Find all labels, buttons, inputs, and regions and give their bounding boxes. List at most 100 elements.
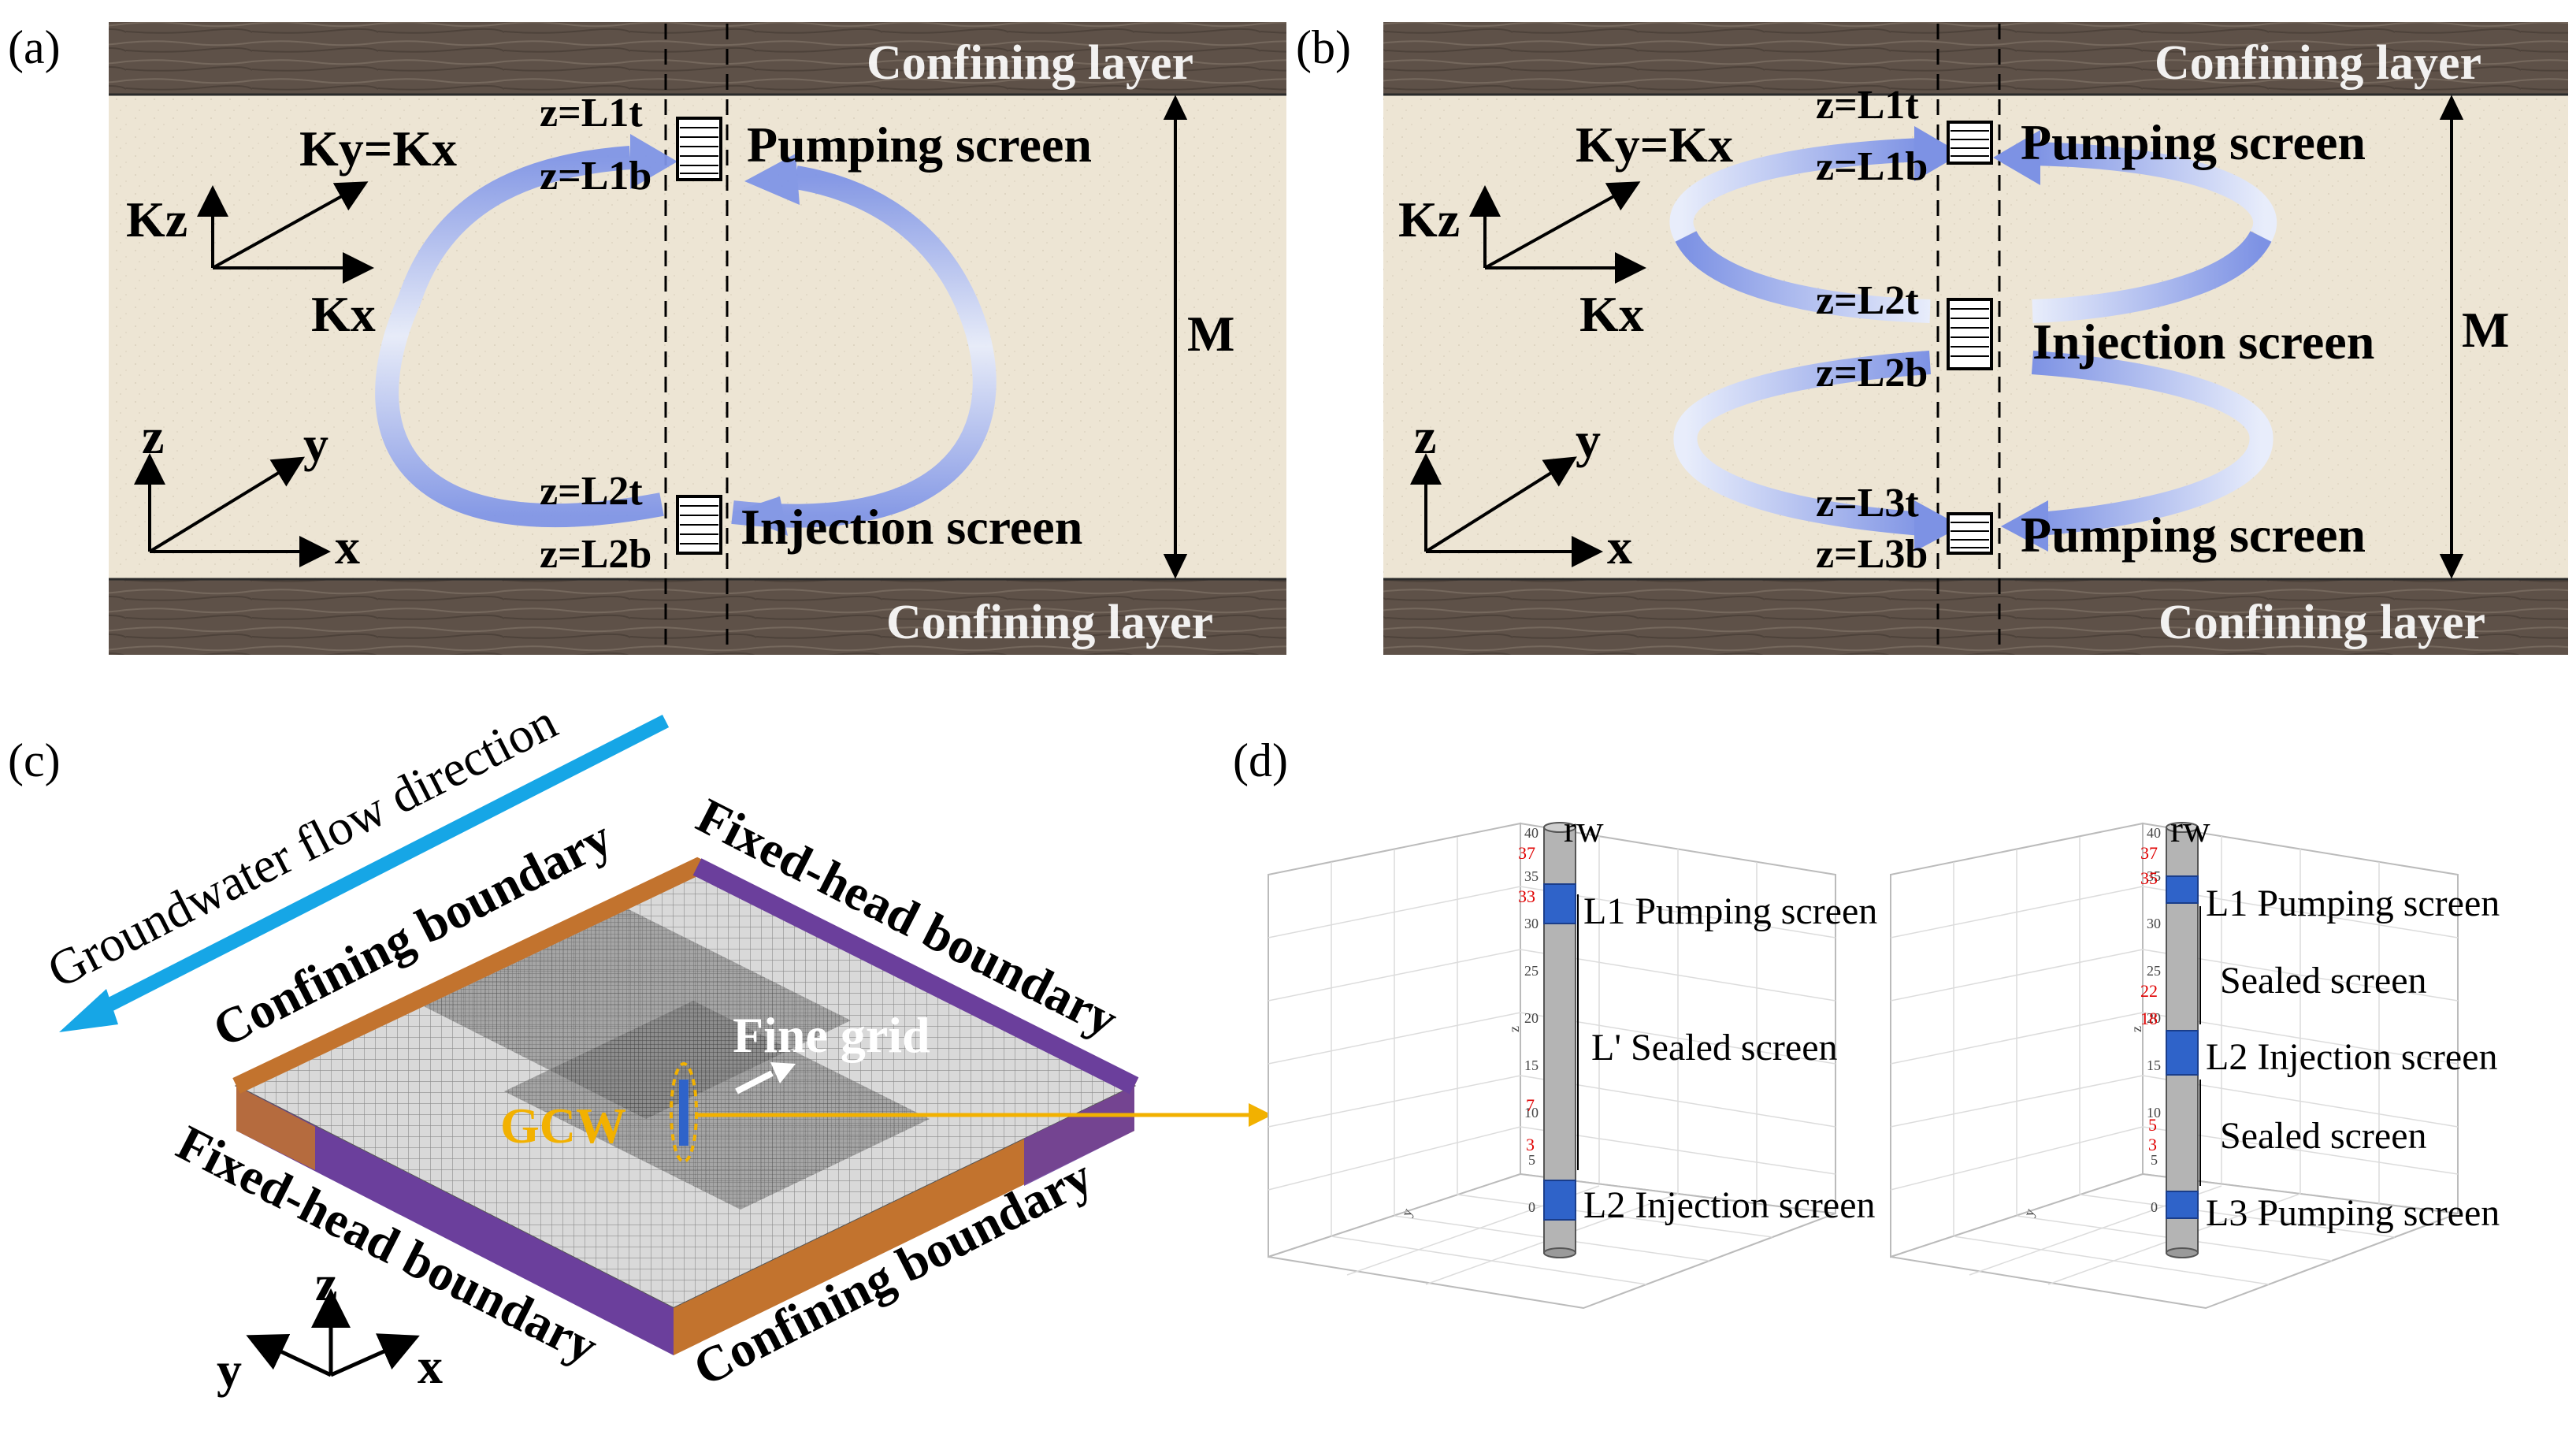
gcw-well — [679, 1080, 689, 1146]
z-ticks-right: 40 35 30 25 20 15 10 5 0 — [2147, 825, 2161, 1215]
svg-text:37: 37 — [2140, 843, 2158, 863]
coord-axes-a — [134, 453, 331, 567]
pumping-screen-top-b — [1947, 121, 1993, 165]
svg-text:22: 22 — [2140, 981, 2158, 1001]
svg-text:40: 40 — [1524, 825, 1539, 841]
svg-text:3: 3 — [1526, 1135, 1535, 1154]
z-marks-left: 37 33 7 3 — [1518, 843, 1535, 1154]
rw-right: rw — [2170, 808, 2210, 850]
pumping-screen-a — [676, 117, 722, 181]
kz-label-a: Kz — [126, 191, 187, 247]
screen-l1-left — [1543, 883, 1576, 924]
sealed-label-left: L' Sealed screen — [1591, 1027, 1838, 1068]
flow-upper-loops-b — [1669, 126, 2277, 323]
confining-layer-bottom-a — [109, 579, 1286, 655]
screen-l3-right — [2166, 1191, 2199, 1219]
confining-layer-bottom-b — [1383, 579, 2568, 655]
svg-text:18: 18 — [2140, 1009, 2158, 1028]
pumping-screen-top-label-b: Pumping screen — [2021, 114, 2366, 170]
svg-text:30: 30 — [2147, 916, 2161, 931]
l2t-label-a: z=L2t — [540, 469, 643, 514]
l1-label-right: L1 Pumping screen — [2206, 883, 2500, 924]
rw-left: rw — [1564, 808, 1604, 850]
l1t-label-b: z=L1t — [1816, 83, 1919, 128]
panel-b: (b) Confining layer Confining layer — [1296, 21, 2568, 655]
confining-layer-top-b — [1383, 22, 2568, 95]
panel-c: (c) Groundwater flow direction GCW Fine … — [8, 693, 1272, 1398]
conductivity-axes-a — [197, 181, 374, 284]
svg-text:0: 0 — [1528, 1199, 1535, 1215]
gcw-label: GCW — [500, 1098, 626, 1154]
pumping-screen-bottom-b — [1947, 512, 1993, 555]
axis-y-c: y — [217, 1342, 242, 1398]
kx-label-b: Kx — [1579, 286, 1644, 342]
l1b-label-a: z=L1b — [540, 154, 651, 199]
injection-screen-a — [676, 495, 722, 555]
axis-z-c: z — [315, 1255, 337, 1311]
l2t-label-b: z=L2t — [1816, 278, 1919, 323]
coord-axes-b — [1410, 453, 1603, 567]
axis-x-c: x — [418, 1338, 443, 1394]
screen-l2-left — [1543, 1180, 1576, 1221]
confining-layer-top-label-a: Confining layer — [867, 36, 1193, 90]
axis-z-b: z — [1414, 408, 1436, 464]
l2-label-right: L2 Injection screen — [2206, 1036, 2498, 1078]
panel-d: (d) — [1233, 734, 2500, 1310]
m-label-b: M — [2462, 302, 2509, 358]
confining-layer-top-label-b: Confining layer — [2155, 36, 2481, 90]
axis-z-a: z — [142, 408, 164, 464]
axis-y-b: y — [1576, 412, 1601, 468]
confining-layer-bottom-label-b: Confining layer — [2158, 596, 2485, 649]
axis-y-a: y — [303, 416, 328, 472]
fine-grid-label: Fine grid — [733, 1007, 930, 1063]
axis-x-b: x — [1607, 518, 1632, 574]
svg-text:0: 0 — [2151, 1199, 2158, 1215]
conductivity-axes-b — [1469, 181, 1646, 284]
svg-text:35: 35 — [2147, 868, 2161, 884]
injection-screen-label-a: Injection screen — [741, 499, 1082, 555]
ky-kx-label-a: Ky=Kx — [299, 121, 457, 177]
sealed-lower-label-right: Sealed screen — [2220, 1115, 2427, 1157]
flow-circulation-a — [375, 134, 997, 536]
kx-label-a: Kx — [311, 286, 376, 342]
flow-direction-arrow — [83, 714, 670, 1024]
z-ticks-left: 40 35 30 25 20 15 10 5 0 — [1524, 825, 1539, 1215]
axis-z-d-left: z — [1506, 1026, 1522, 1032]
injection-screen-label-b: Injection screen — [2032, 314, 2374, 370]
svg-text:5: 5 — [2148, 1115, 2157, 1135]
confining-layer-top-a — [109, 22, 1286, 95]
l3t-label-b: z=L3t — [1816, 481, 1919, 526]
svg-text:10: 10 — [1524, 1105, 1539, 1121]
svg-text:10: 10 — [2147, 1105, 2161, 1121]
z-marks-right: 37 35 22 18 5 3 — [2140, 843, 2158, 1154]
fixed-head-face-front-left — [236, 1086, 674, 1355]
svg-text:40: 40 — [2147, 825, 2161, 841]
panel-a: (a) Confining layer Confining layer — [8, 21, 1286, 655]
coord-axes-c — [246, 1288, 420, 1377]
svg-text:3: 3 — [2148, 1135, 2157, 1154]
fine-grid-band-2 — [504, 1001, 930, 1210]
svg-text:37: 37 — [1518, 843, 1535, 863]
screen-l2-right — [2166, 1030, 2199, 1076]
l1t-label-a: z=L1t — [540, 91, 643, 136]
confining-face-front-right — [674, 1086, 1134, 1355]
screen-l1-right — [2166, 875, 2199, 904]
svg-text:25: 25 — [1524, 963, 1539, 979]
panel-a-label: (a) — [8, 21, 61, 73]
plot-d-left: 40 35 30 25 20 15 10 5 0 37 33 7 3 z y r… — [1268, 808, 1877, 1310]
flow-lower-loops-b — [1673, 351, 2273, 552]
thickness-dimension-a — [1163, 95, 1188, 579]
l1-label-left: L1 Pumping screen — [1583, 890, 1877, 932]
svg-text:35: 35 — [1524, 868, 1539, 884]
svg-text:33: 33 — [1518, 886, 1535, 906]
l2b-label-b: z=L2b — [1816, 351, 1928, 396]
kz-label-b: Kz — [1398, 191, 1460, 247]
plot-d-right: 40 35 30 25 20 15 10 5 0 37 35 22 18 5 3… — [1890, 808, 2500, 1310]
svg-text:35: 35 — [2140, 868, 2158, 888]
axis-x-a: x — [335, 518, 360, 574]
l2-label-left: L2 Injection screen — [1583, 1184, 1876, 1226]
sealed-upper-label-right: Sealed screen — [2220, 960, 2427, 1002]
svg-text:25: 25 — [2147, 963, 2161, 979]
pumping-screen-label-a: Pumping screen — [747, 117, 1092, 173]
